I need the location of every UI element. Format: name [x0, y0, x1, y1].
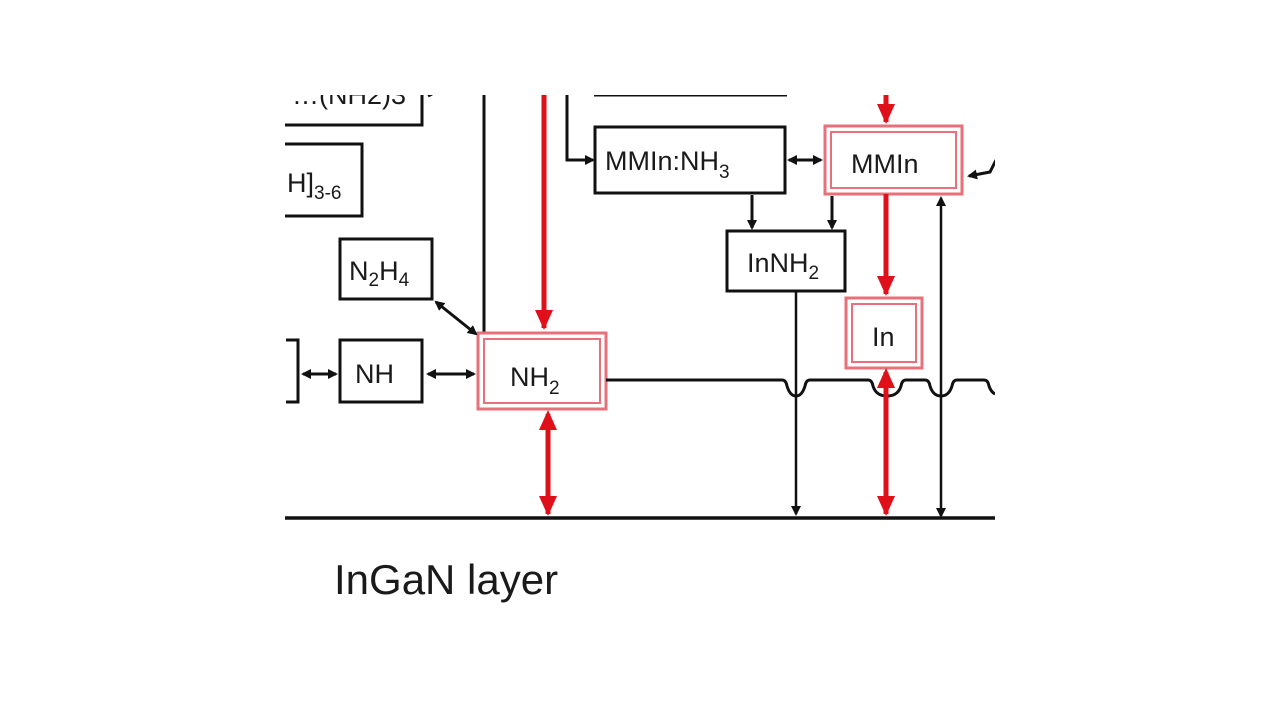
node-mmin-nh3-label: MMIn:NH3 — [605, 146, 730, 183]
node-n2h4-label: N2H4 — [349, 256, 410, 291]
node-nh-label: NH — [355, 359, 394, 389]
node-top-left-clipped: …(NH2)3 — [285, 80, 433, 127]
node-nh2: NH2 — [476, 331, 608, 411]
node-in-label: In — [872, 322, 895, 352]
edge-nh2-horizontal — [606, 378, 995, 398]
node-in: In — [844, 296, 924, 370]
node-mmin: MMIn — [823, 124, 964, 196]
node-top-left-clipped-label: …(NH2)3 — [292, 80, 406, 110]
edge-n2h4-nh2 — [434, 300, 478, 336]
node-innh2-label: InNH2 — [747, 248, 819, 284]
node-mmin-nh3: MMIn:NH3 — [593, 125, 787, 195]
clipped-arrow-fragment — [427, 95, 433, 98]
node-nh: NH — [338, 338, 424, 404]
edge-source-to-mmin-nh3 — [565, 95, 595, 165]
node-n2h4: N2H4 — [338, 237, 434, 301]
node-mmin-label: MMIn — [851, 149, 919, 179]
node-innh2: InNH2 — [725, 229, 847, 293]
diagram-body: …(NH2)3 H]3-6 N2H4 NH — [285, 80, 995, 520]
node-nh2-label: NH2 — [510, 362, 560, 399]
edge-offscreen-to-mmin — [967, 159, 995, 180]
ingan-layer-label: InGaN layer — [334, 556, 558, 603]
node-bracket-clipped: H]3-6 — [285, 142, 364, 218]
node-left-bracket-fragment — [286, 338, 300, 404]
node-bracket-clipped-label: H]3-6 — [287, 168, 341, 204]
